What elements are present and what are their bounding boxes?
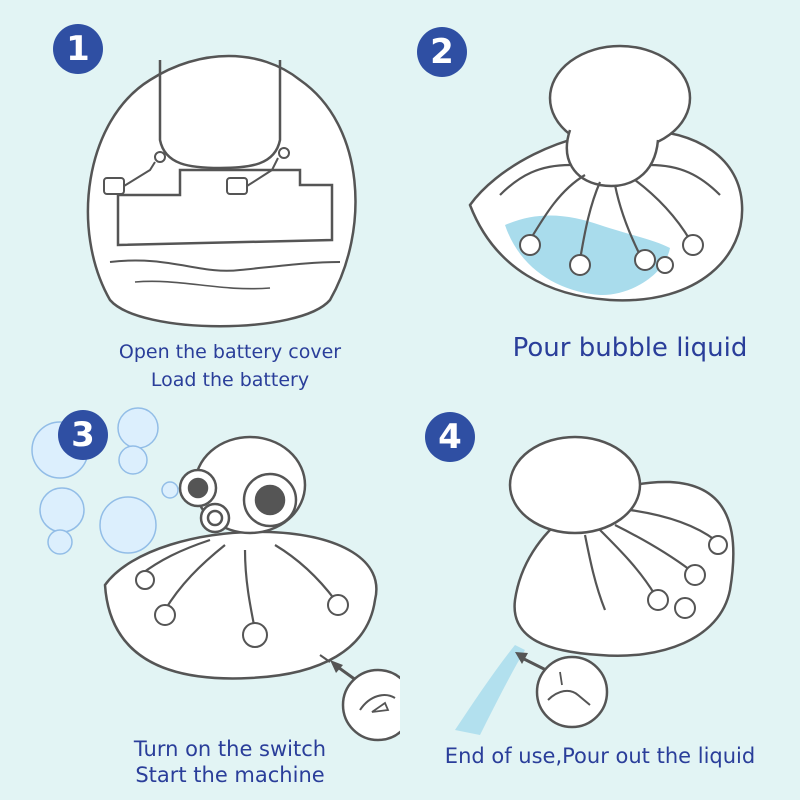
step-1-badge: 1 [53, 24, 103, 74]
step-1-panel: 1 Open the battery cover Load the batter… [0, 0, 400, 400]
pour-liquid-illustration [468, 44, 744, 302]
step-1-caption-line-1: Open the battery cover [118, 341, 342, 363]
step-3-badge: 3 [58, 410, 108, 460]
step-2-badge: 2 [417, 27, 467, 77]
step-2-caption: Pour bubble liquid [470, 328, 790, 368]
step-4-caption: End of use,Pour out the liquid [400, 742, 800, 770]
step-4-panel: 4 End of use,Pour out the liquid [400, 400, 800, 800]
step-3-panel: 3 Turn on the switch Start the machine [0, 400, 400, 800]
step-3-caption: Turn on the switch Start the machine [80, 736, 380, 788]
battery-springs [103, 147, 290, 195]
step-3-caption-line-2: Start the machine [135, 763, 325, 787]
switch-zoom-callout [330, 660, 400, 742]
step-1-caption-line-2: Load the battery [150, 369, 310, 391]
liquid-stream [455, 645, 525, 735]
drain-zoom-callout [515, 652, 609, 729]
battery-compartment-illustration [86, 54, 357, 328]
step-4-badge: 4 [425, 412, 475, 462]
step-3-caption-line-1: Turn on the switch [133, 737, 327, 761]
switch-on-illustration [31, 407, 400, 742]
step-4-caption-line-1: End of use,Pour out the liquid [444, 744, 756, 768]
step-2-caption-line-1: Pour bubble liquid [512, 333, 748, 363]
step-1-caption: Open the battery cover Load the battery [60, 338, 400, 394]
pour-out-liquid-illustration [455, 435, 735, 735]
step-2-panel: 2 Pour bubble liquid [400, 0, 800, 400]
